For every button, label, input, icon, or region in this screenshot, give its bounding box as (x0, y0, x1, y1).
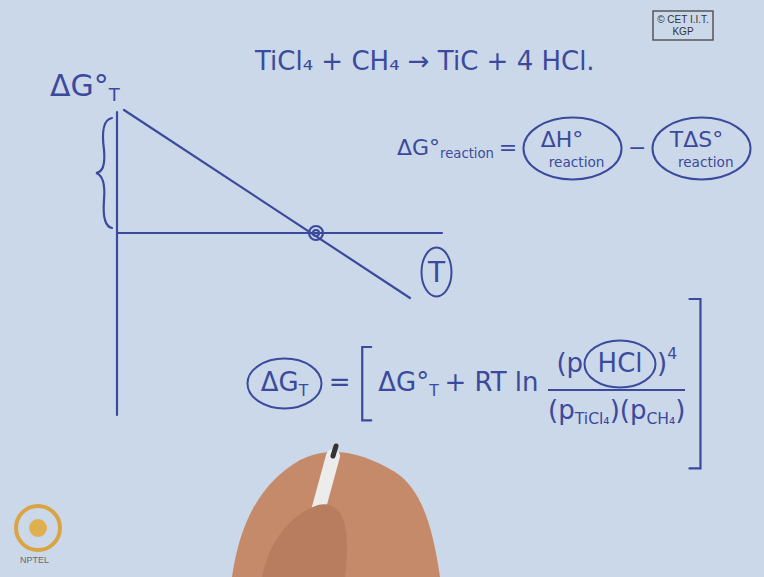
handwritten-label: ΔG° (378, 367, 429, 397)
node-text: T (299, 382, 309, 400)
handwritten-label: T (109, 84, 120, 105)
handwritten-label: (p (548, 395, 575, 425)
node-text: reaction (541, 154, 605, 170)
node-text: ΔG (261, 367, 299, 397)
circled-term: HCl (583, 339, 657, 389)
pen-tip (333, 446, 336, 456)
handwritten-label: NPTEL (20, 555, 49, 565)
handwritten-label: = (499, 135, 517, 160)
bracket-gap (685, 390, 707, 391)
handwritten-label: (p (620, 395, 647, 425)
node-text: © CET I.I.T. KGP (656, 14, 710, 37)
square-bracket (689, 299, 700, 468)
handwritten-label: ) (610, 395, 620, 425)
node-content: T (428, 256, 445, 289)
handwritten-label: reaction (440, 146, 494, 161)
node-content: ΔGT (261, 367, 308, 400)
node-content: TΔS°reaction (670, 127, 734, 170)
delta-g-line (124, 110, 410, 298)
x-axis (117, 232, 442, 234)
node-text: HCl (598, 348, 643, 378)
nptel-logo (16, 506, 60, 550)
hand (232, 452, 440, 577)
handwritten-label: TiCl₄ (575, 410, 610, 428)
crossing-mark (313, 230, 319, 236)
handwritten-label: TiCl₄ + CH₄ → TiC + 4 HCl. (255, 46, 595, 76)
handwritten-label: ) (675, 395, 685, 425)
handwritten-label: CH₄ (646, 410, 675, 428)
circled-term: ΔGT (246, 357, 323, 410)
denominator: (pTiCl₄)(pCH₄) (548, 389, 685, 428)
node-text: reaction (670, 154, 734, 170)
handwritten-label: − (628, 135, 646, 160)
handwritten-label: (p (556, 348, 583, 378)
circled-term: TΔS°reaction (651, 116, 752, 181)
handwritten-label: ΔG° (50, 68, 109, 103)
handwritten-label: = (329, 367, 351, 397)
numerator: (p HCl)4 (548, 339, 685, 389)
crossing-mark (309, 226, 323, 240)
node-content: © CET I.I.T. KGP (656, 14, 710, 37)
fraction: (pHCl)4(pTiCl₄)(pCH₄) (548, 339, 685, 428)
node-content: HCl (598, 348, 643, 379)
circled-term: ΔH°reaction (522, 116, 623, 181)
nptel-logo (29, 519, 47, 537)
brace (96, 118, 112, 228)
handwritten-label: ) (657, 348, 667, 378)
square-bracket (362, 347, 371, 420)
node-text: ΔH° (541, 127, 605, 153)
node-text: TΔS° (670, 127, 734, 153)
bracket-gap (356, 390, 378, 391)
equation-line: TiCl₄ + CH₄ → TiC + 4 HCl. (255, 46, 595, 77)
fingers (262, 504, 347, 577)
equation-line: ΔG°reaction=ΔH°reaction−TΔS°reaction (397, 116, 752, 181)
y-axis (116, 112, 118, 415)
handwritten-label: 4 (667, 345, 677, 363)
handwritten-label: ΔG° (397, 135, 440, 160)
handwritten-label: T (429, 382, 439, 400)
node-text: T (428, 256, 445, 289)
circled-variable: T (420, 246, 453, 298)
handwritten-label: + RT ln (444, 367, 538, 397)
node-content: ΔH°reaction (541, 127, 605, 170)
equation-line: ΔGT=ΔG°T+ RT ln(pHCl)4(pTiCl₄)(pCH₄) (246, 339, 707, 428)
equation-line: ΔG°T (50, 68, 120, 106)
logo-box: © CET I.I.T. KGP (652, 10, 714, 41)
